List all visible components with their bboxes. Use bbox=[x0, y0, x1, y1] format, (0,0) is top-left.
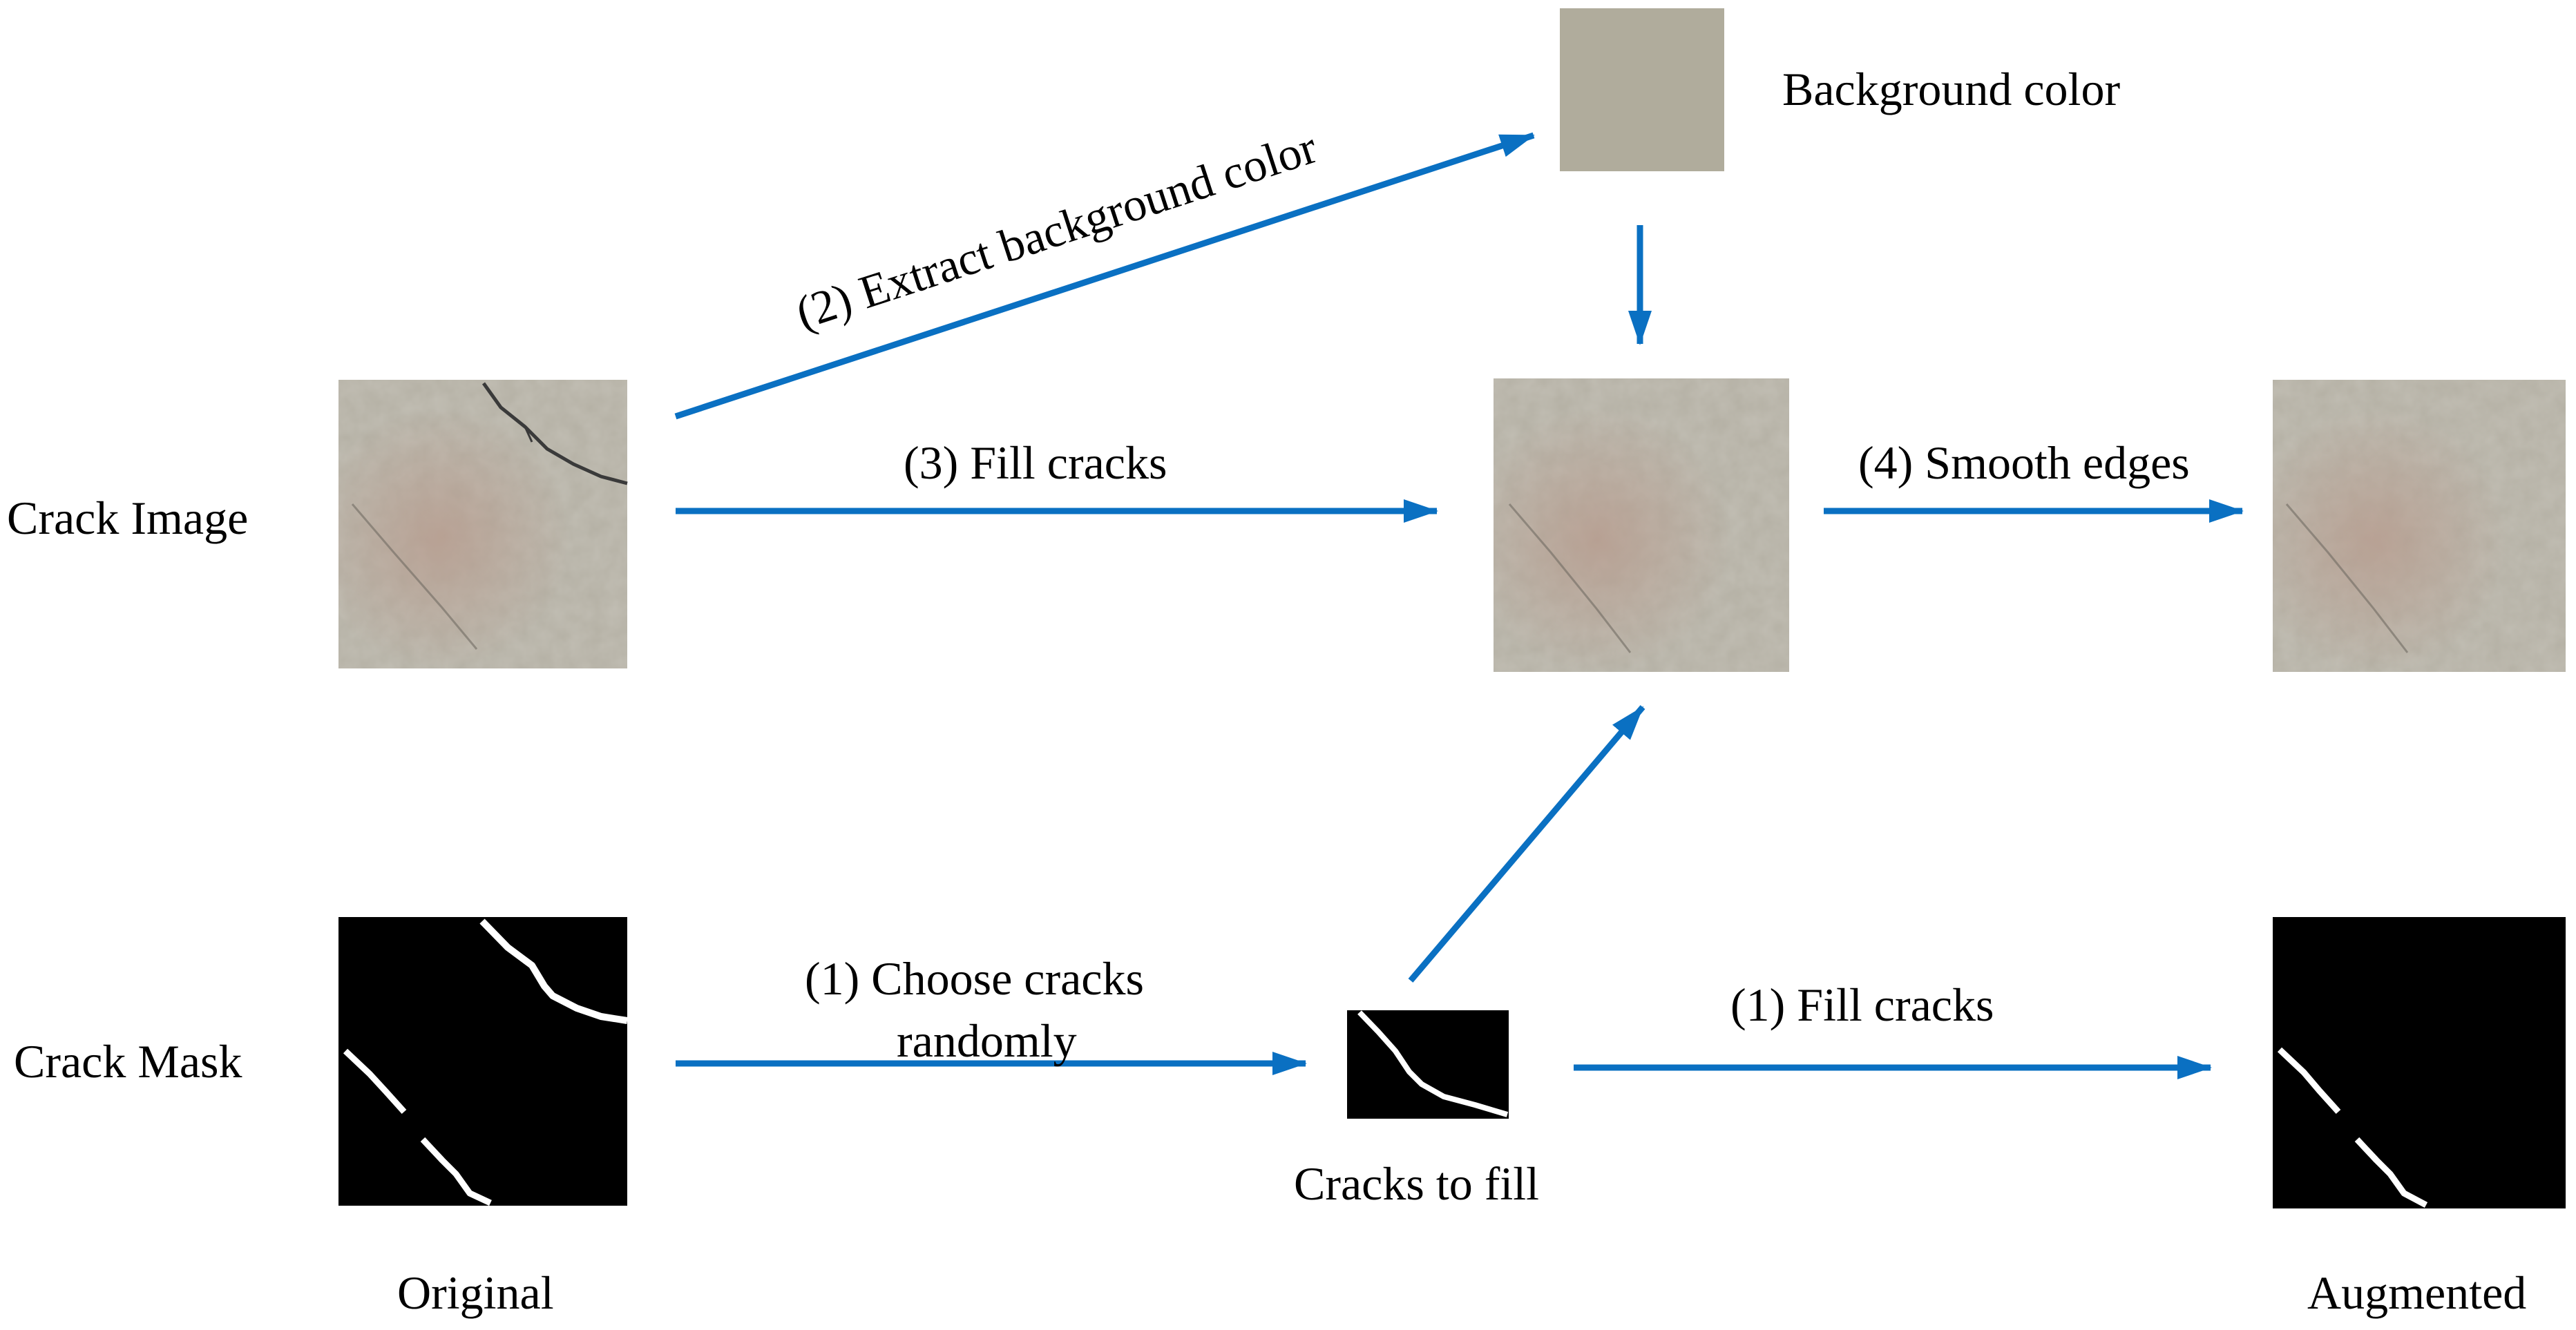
original-crack-image bbox=[338, 380, 628, 668]
augmented-crack-mask bbox=[2273, 917, 2566, 1208]
row-label-crack-mask: Crack Mask bbox=[14, 1035, 242, 1088]
background-color-swatch bbox=[1560, 8, 1724, 171]
background-color-label: Background color bbox=[1782, 63, 2120, 115]
step-label-choose-cracks: (1) Choose cracks bbox=[805, 952, 1144, 1005]
step-label-smooth-edges: (4) Smooth edges bbox=[1858, 436, 2190, 489]
step-label-fill-cracks-image: (3) Fill cracks bbox=[904, 436, 1167, 489]
arrow-cracks-to-image bbox=[1408, 705, 1645, 983]
step-label-fill-cracks-mask: (1) Fill cracks bbox=[1730, 979, 1994, 1031]
cracks-to-fill-label: Cracks to fill bbox=[1294, 1157, 1539, 1210]
filled-crack-image bbox=[1494, 378, 1789, 672]
column-label-augmented: Augmented bbox=[2307, 1266, 2526, 1319]
augmented-crack-image bbox=[2273, 380, 2566, 672]
step-label-choose-cracks-line2: randomly bbox=[897, 1014, 1077, 1067]
cracks-to-fill-mask bbox=[1347, 1010, 1509, 1119]
row-label-crack-image: Crack Image bbox=[7, 492, 248, 544]
arrow-extract-background bbox=[674, 132, 1535, 420]
original-crack-mask bbox=[338, 917, 628, 1206]
column-label-original: Original bbox=[397, 1266, 554, 1319]
